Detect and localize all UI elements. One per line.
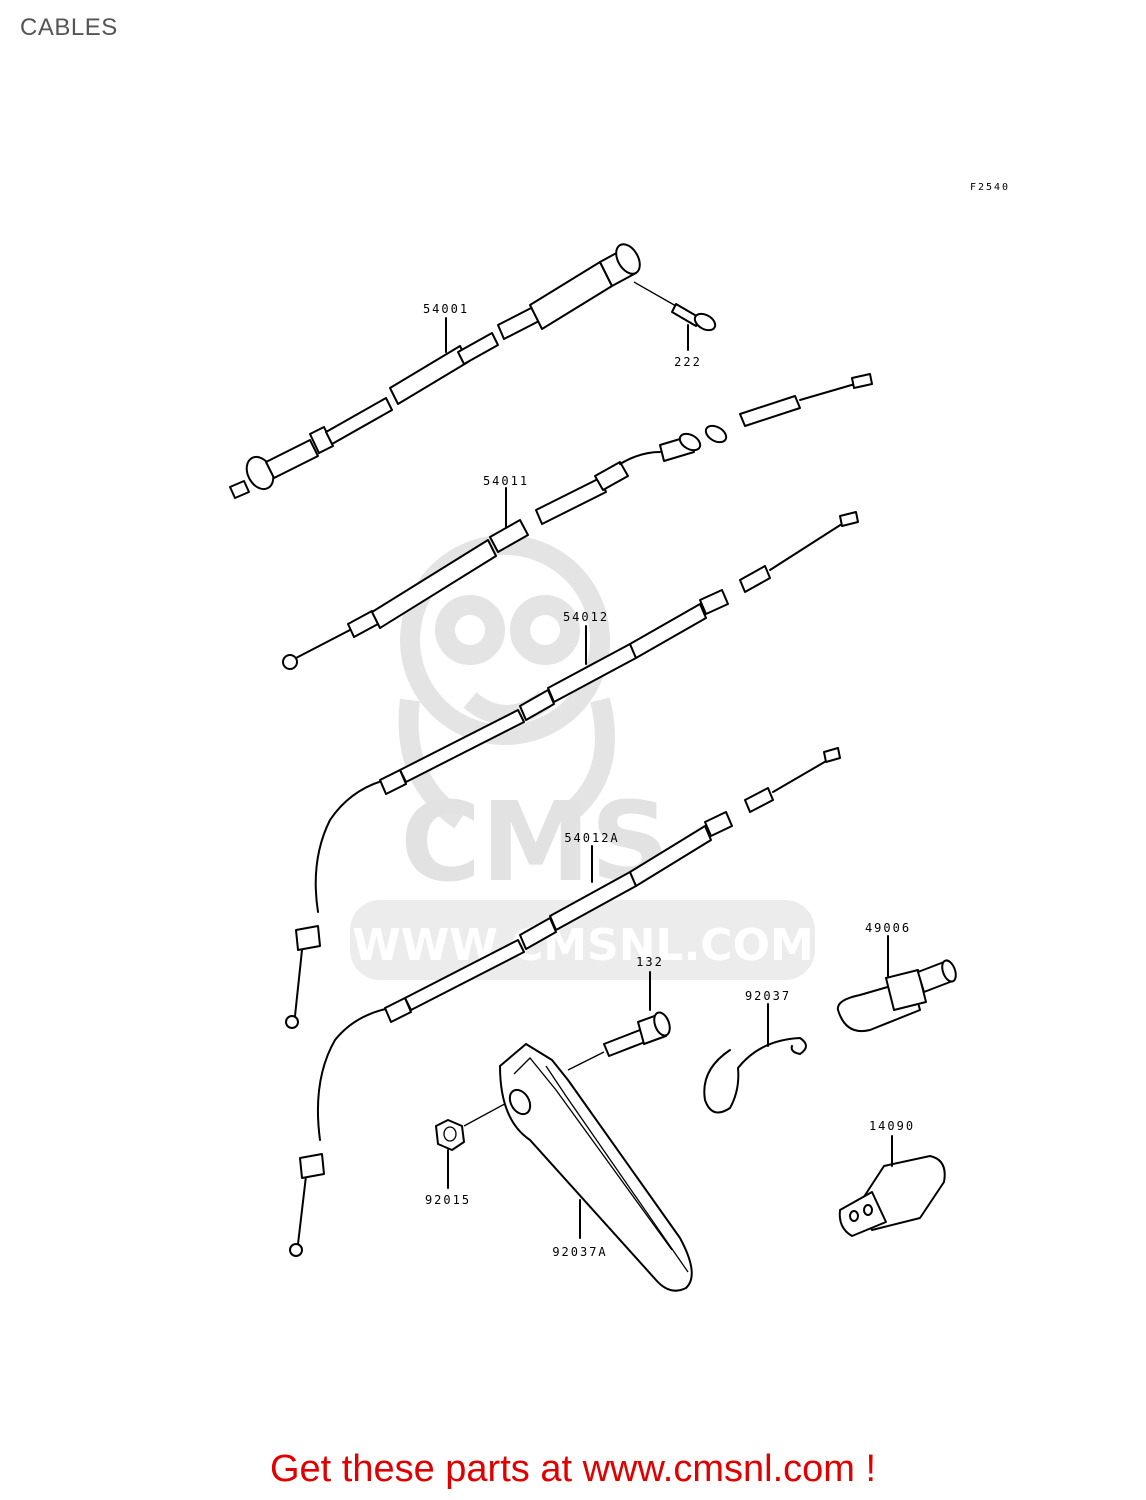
part-label-92015: 92015 [425, 1193, 471, 1207]
watermark-site-text: WWW.CMSNL.COM [352, 920, 814, 971]
watermark-logo: CMS WWW.CMSNL.COM [350, 535, 815, 980]
part-label-132: 132 [636, 955, 664, 969]
figure-ref-code: F2540 [970, 182, 1010, 193]
nut-drawing [435, 1099, 513, 1151]
part-label-14090: 14090 [869, 1119, 915, 1133]
clutch-cable-drawing [285, 511, 859, 1029]
part-label-54011: 54011 [483, 474, 529, 488]
clamp-wire-drawing [703, 1037, 807, 1114]
bolt-drawing [567, 1011, 671, 1071]
part-label-54001: 54001 [423, 302, 469, 316]
page-title: CABLES [20, 14, 118, 41]
boot-drawing [836, 959, 957, 1032]
part-label-54012: 54012 [563, 610, 609, 624]
cap-drawing [838, 1155, 946, 1237]
part-label-92037: 92037 [745, 989, 791, 1003]
throttle-cable-drawing [282, 373, 873, 670]
speedometer-cable-drawing [229, 243, 641, 499]
screw-drawing [633, 281, 717, 332]
promo-link[interactable]: Get these parts at www.cmsnl.com ! [269, 1448, 877, 1490]
part-label-54012A: 54012A [564, 831, 619, 845]
part-label-222: 222 [674, 355, 702, 369]
cable-guide-bracket-drawing [499, 1043, 693, 1292]
part-label-49006: 49006 [865, 921, 911, 935]
clutch-cable-alt-drawing [289, 747, 841, 1257]
part-label-92037A: 92037A [552, 1245, 607, 1259]
